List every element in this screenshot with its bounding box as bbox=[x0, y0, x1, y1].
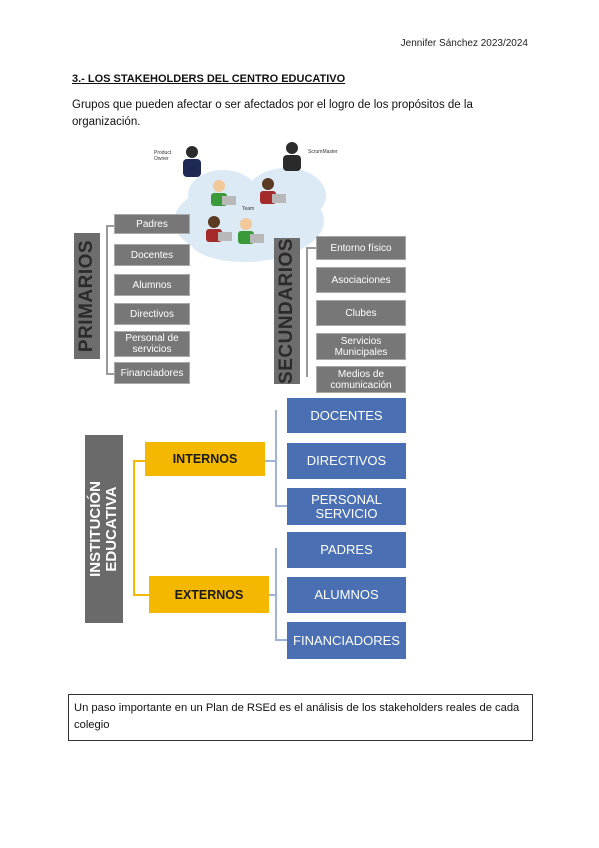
scrum-master-figure bbox=[283, 142, 301, 171]
team-member-1 bbox=[211, 180, 236, 206]
internal-item: DOCENTES bbox=[287, 398, 406, 433]
primary-item: Directivos bbox=[114, 303, 190, 325]
external-item: ALUMNOS bbox=[287, 577, 406, 613]
primary-item: Docentes bbox=[114, 244, 190, 266]
section-title: 3.- LOS STAKEHOLDERS DEL CENTRO EDUCATIV… bbox=[72, 73, 346, 85]
primary-category-bar: PRIMARIOS bbox=[74, 233, 100, 359]
external-group-box: EXTERNOS bbox=[149, 576, 269, 613]
secondary-category-label: SECUNDARIOS bbox=[276, 238, 297, 384]
external-connector-bottom bbox=[275, 639, 287, 641]
internal-item: DIRECTIVOS bbox=[287, 443, 406, 479]
external-connector-stub bbox=[269, 594, 277, 596]
secondary-item: Medios de comunicación bbox=[316, 366, 406, 393]
internal-group-box: INTERNOS bbox=[145, 442, 265, 476]
product-owner-label: Product Owner bbox=[154, 150, 172, 162]
internal-connector-stub bbox=[265, 460, 275, 462]
internal-connector-vertical bbox=[275, 410, 277, 506]
primary-connector-bottom bbox=[106, 373, 114, 375]
stakeholders-diagram-internal-external: INSTITUCIÓN EDUCATIVA INTERNOS EXTERNOS … bbox=[85, 396, 410, 662]
secondary-item: Clubes bbox=[316, 300, 406, 326]
primary-item: Personal de servicios bbox=[114, 331, 190, 357]
institution-label: INSTITUCIÓN EDUCATIVA bbox=[87, 481, 120, 577]
primary-item: Financiadores bbox=[114, 362, 190, 384]
stakeholders-diagram-primary-secondary: Product Owner ScrumMaster Team PRIMARIOS… bbox=[70, 140, 410, 393]
root-connector-internal bbox=[133, 460, 145, 462]
internal-item: PERSONAL SERVICIO bbox=[287, 488, 406, 525]
product-owner-figure bbox=[183, 146, 201, 177]
page-header: Jennifer Sánchez 2023/2024 bbox=[400, 38, 528, 49]
secondary-connector-vertical bbox=[306, 247, 308, 377]
secondary-connector-top bbox=[306, 247, 316, 249]
primary-connector-vertical bbox=[106, 225, 108, 375]
intro-paragraph: Grupos que pueden afectar o ser afectado… bbox=[72, 99, 473, 128]
internal-connector-bottom bbox=[275, 505, 287, 507]
note-box: Un paso importante en un Plan de RSEd es… bbox=[68, 694, 533, 741]
team-people-illustration bbox=[183, 142, 301, 244]
external-connector-vertical bbox=[275, 548, 277, 640]
secondary-item: Entorno físico bbox=[316, 236, 406, 260]
external-item: PADRES bbox=[287, 532, 406, 568]
team-member-4 bbox=[238, 218, 264, 244]
external-item: FINANCIADORES bbox=[287, 622, 406, 659]
secondary-item: Servicios Municipales bbox=[316, 333, 406, 360]
team-member-2 bbox=[260, 178, 286, 204]
institution-bar: INSTITUCIÓN EDUCATIVA bbox=[85, 435, 123, 623]
team-member-3 bbox=[206, 216, 232, 242]
root-connector-vertical bbox=[133, 461, 135, 595]
secondary-item: Asociaciones bbox=[316, 267, 406, 293]
primary-item: Padres bbox=[114, 214, 190, 234]
primary-connector-top bbox=[106, 225, 116, 227]
team-label: Team bbox=[242, 206, 255, 212]
primary-category-label: PRIMARIOS bbox=[76, 239, 97, 353]
secondary-category-bar: SECUNDARIOS bbox=[274, 238, 300, 384]
scrum-master-label: ScrumMaster bbox=[308, 149, 338, 155]
root-connector-external bbox=[133, 594, 149, 596]
primary-item: Alumnos bbox=[114, 274, 190, 296]
